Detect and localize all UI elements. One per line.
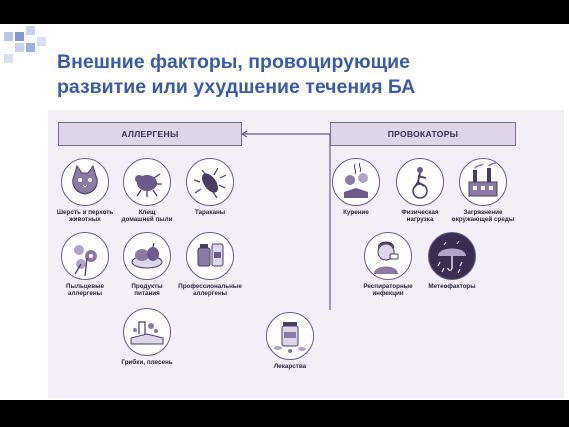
allergens-header: АЛЛЕРГЕНЫ [58, 122, 242, 146]
allergen-label: Клещ домашней пыли [121, 209, 173, 224]
provocateur-label: Загрязнение окружающей среды [451, 209, 515, 224]
medicines-label: Лекарства [273, 363, 307, 370]
provocateur-label: Курение [343, 209, 369, 216]
slide-title: Внешние факторы, провоцирующие развитие … [57, 50, 557, 100]
factory-icon [459, 158, 507, 206]
allergen-label: Пыльцевые аллергены [66, 283, 104, 298]
allergen-label: Шерсть и перхоть животных [56, 209, 114, 224]
pills-icon [266, 312, 314, 360]
decorative-square [26, 26, 35, 35]
allergen-item: Шерсть и перхоть животных [49, 158, 121, 224]
provocateur-item: Физическая нагрузка [384, 158, 456, 224]
allergen-item: Продукты питания [111, 232, 183, 298]
pollen-icon [61, 232, 109, 280]
bicycle-icon [396, 158, 444, 206]
provocateurs-header: ПРОВОКАТОРЫ [330, 122, 516, 146]
mold-icon [123, 308, 171, 356]
provocateur-item: Метеофакторы [416, 232, 488, 290]
diagram-panel: АЛЛЕРГЕНЫ ПРОВОКАТОРЫ Шерсть и перхоть ж… [48, 110, 564, 398]
medicines-item: Лекарства [254, 312, 326, 370]
allergen-label: Профессиональные аллергены [178, 283, 242, 298]
mite-icon [123, 158, 171, 206]
decorative-square [4, 32, 13, 41]
allergen-item: Грибки, плесень [111, 308, 183, 366]
allergen-item: Профессиональные аллергены [174, 232, 246, 298]
food-icon [123, 232, 171, 280]
allergen-label: Продукты питания [131, 283, 163, 298]
smoking-icon [332, 158, 380, 206]
provocateur-label: Физическая нагрузка [401, 209, 439, 224]
allergen-label: Тараканы [194, 209, 226, 216]
decorative-square [26, 43, 35, 52]
cockroach-icon [186, 158, 234, 206]
allergen-item: Пыльцевые аллергены [49, 232, 121, 298]
decorative-square [15, 43, 24, 52]
provocateur-item: Респираторные инфекции [352, 232, 424, 298]
allergen-item: Тараканы [174, 158, 246, 216]
title-line-2: развитие или ухудшение течения БА [57, 76, 416, 98]
provocateur-label: Метеофакторы [428, 283, 476, 290]
decorative-square [15, 32, 24, 41]
cat-icon [61, 158, 109, 206]
decorative-square [4, 54, 13, 63]
chemicals-icon [186, 232, 234, 280]
umbrella-rain-icon [428, 232, 476, 280]
provocateur-item: Загрязнение окружающей среды [447, 158, 519, 224]
allergen-label: Грибки, плесень [121, 359, 173, 366]
slide: Внешние факторы, провоцирующие развитие … [0, 24, 569, 400]
title-line-1: Внешние факторы, провоцирующие [57, 51, 410, 73]
allergen-item: Клещ домашней пыли [111, 158, 183, 224]
provocateur-label: Респираторные инфекции [363, 283, 413, 298]
provocateur-item: Курение [320, 158, 392, 216]
sick-person-icon [364, 232, 412, 280]
decorative-square [37, 37, 46, 46]
